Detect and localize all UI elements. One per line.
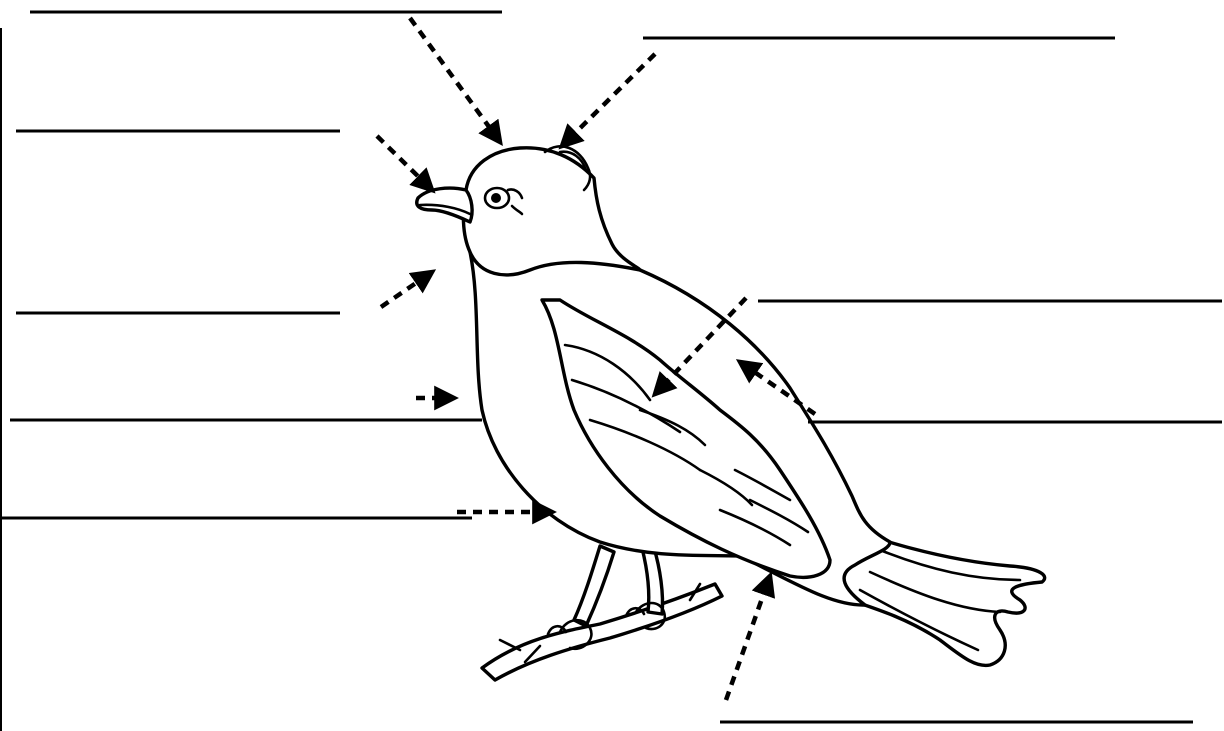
arrow-crest: [562, 54, 655, 146]
bird-illustration: [417, 146, 1045, 680]
branch: [482, 584, 722, 680]
arrow-crown: [410, 18, 500, 142]
arrow-throat: [381, 272, 432, 307]
arrow-beak: [377, 136, 432, 190]
bird-head: [463, 148, 640, 275]
arrow-tail: [726, 576, 770, 700]
